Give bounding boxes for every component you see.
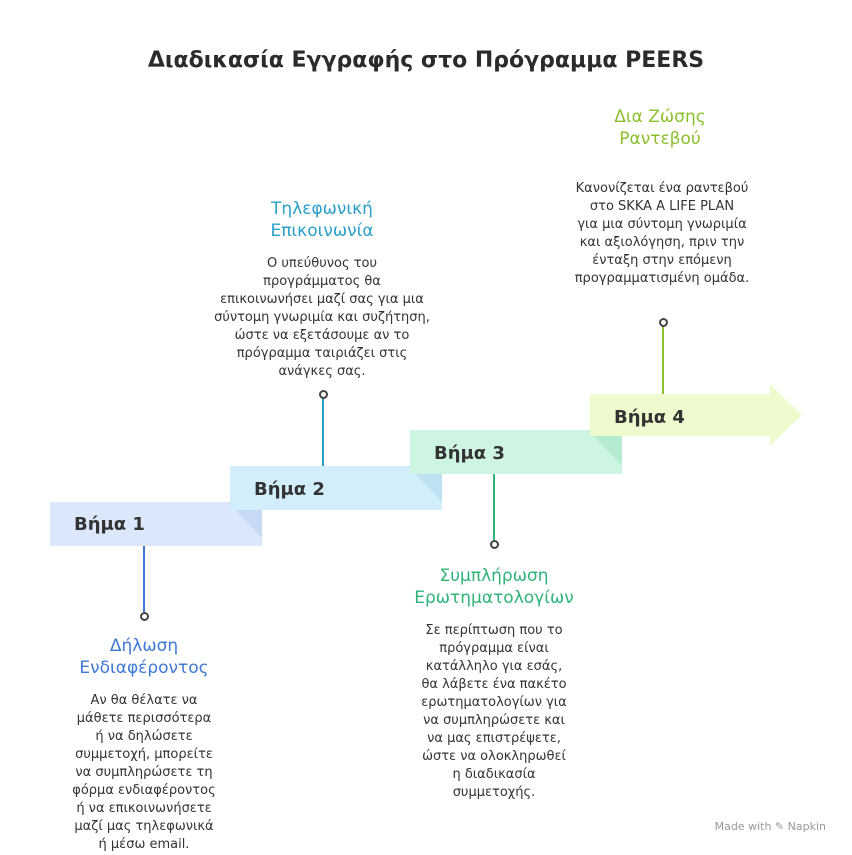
step-3-description: Σε περίπτωση που το πρόγραμμα είναι κατά… xyxy=(394,622,594,802)
desc-line: θα λάβετε ένα πακέτο xyxy=(421,677,567,692)
desc-line: ή να δηλώσετε xyxy=(95,729,193,744)
step-1-heading-line2: Ενδιαφέροντος xyxy=(79,658,209,678)
step-4-description: Κανονίζεται ένα ραντεβού στο SKKA A LIFE… xyxy=(550,180,774,288)
desc-line: μαζί μας τηλεφωνικά xyxy=(74,819,214,834)
desc-line: για μια σύντομη γνωριμία xyxy=(577,217,747,232)
desc-line: προγράμματος θα xyxy=(263,274,381,289)
step-4-heading-line1: Δια Ζώσης xyxy=(614,107,706,127)
step-2-block xyxy=(230,466,442,510)
desc-line: φόρμα ενδιαφέροντος xyxy=(72,783,216,798)
made-with-label: Made with xyxy=(714,820,772,833)
desc-line: σύντομη γνωριμία και συζήτηση, xyxy=(214,310,430,325)
step-1-fold xyxy=(228,502,262,538)
step-1-block xyxy=(50,502,262,546)
step-3-heading-line2: Ερωτηματολογίων xyxy=(414,588,574,608)
step-2-description: Ο υπεύθυνος του προγράμματος θα επικοινω… xyxy=(202,255,442,381)
step-3-fold xyxy=(588,430,622,466)
desc-line: κατάλληλο για εσάς, xyxy=(425,659,563,674)
step-3-heading: Συμπλήρωση Ερωτηματολογίων xyxy=(384,565,604,609)
napkin-icon: ✎ xyxy=(774,820,785,833)
step-4-label: Βήμα 4 xyxy=(614,407,685,428)
step-3-label: Βήμα 3 xyxy=(434,443,505,464)
step-1-description: Αν θα θέλατε να μάθετε περισσότερα ή να … xyxy=(54,692,234,854)
diagram-title: Διαδικασία Εγγραφής στο Πρόγραμμα PEERS xyxy=(147,48,705,73)
desc-line: πρόγραμμα είναι xyxy=(439,641,549,656)
desc-line: να συμπληρώσετε και xyxy=(423,713,565,728)
desc-line: ώστε να ολοκληρωθεί xyxy=(422,749,566,764)
step-4-arrow xyxy=(590,384,802,446)
step-3-block xyxy=(410,430,622,474)
desc-line: και αξιολόγηση, πριν την xyxy=(579,235,745,250)
desc-line: ή να επικοινωνήσετε xyxy=(76,801,212,816)
step-1-connector xyxy=(143,546,145,612)
desc-line: ένταξη στην επόμενη xyxy=(592,253,732,268)
step-1-heading: Δήλωση Ενδιαφέροντος xyxy=(54,635,234,679)
step-3-heading-line1: Συμπλήρωση xyxy=(439,566,549,586)
step-4-connector xyxy=(662,326,664,394)
desc-line: ώστε να εξετάσουμε αν το xyxy=(234,328,410,343)
made-with-napkin: Made with ✎ Napkin xyxy=(715,820,826,833)
desc-line: Σε περίπτωση που το xyxy=(425,623,563,638)
desc-line: Κανονίζεται ένα ραντεβού xyxy=(575,181,749,196)
step-2-label: Βήμα 2 xyxy=(254,479,325,500)
desc-line: επικοινωνήσει μαζί σας για μια xyxy=(220,292,424,307)
napkin-brand: Napkin xyxy=(787,820,826,833)
desc-line: ανάγκες σας. xyxy=(278,364,366,379)
desc-line: ή μέσω email. xyxy=(98,837,190,852)
step-2-dot xyxy=(319,390,328,399)
desc-line: ερωτηματολογίων για xyxy=(421,695,567,710)
step-1-label: Βήμα 1 xyxy=(74,514,145,535)
step-3-dot xyxy=(490,540,499,549)
step-4-heading-line2: Ραντεβού xyxy=(619,129,701,149)
desc-line: προγραμματισμένη ομάδα. xyxy=(574,271,750,286)
desc-line: πρόγραμμα ταιριάζει στις xyxy=(236,346,408,361)
step-1-heading-line1: Δήλωση xyxy=(109,636,179,656)
desc-line: μάθετε περισσότερα xyxy=(76,711,212,726)
step-4-heading: Δια Ζώσης Ραντεβού xyxy=(560,106,760,150)
desc-line: Αν θα θέλατε να xyxy=(90,693,198,708)
step-2-fold xyxy=(408,466,442,502)
desc-line: να συμπληρώσετε τη xyxy=(75,765,213,780)
desc-line: στο SKKA A LIFE PLAN xyxy=(589,199,735,214)
step-4-dot xyxy=(659,318,668,327)
step-2-heading: Τηλεφωνική Επικοινωνία xyxy=(212,198,432,242)
desc-line: η διαδικασία xyxy=(452,767,536,782)
step-2-connector xyxy=(322,398,324,466)
step-1-dot xyxy=(140,612,149,621)
step-2-heading-line1: Τηλεφωνική xyxy=(271,199,373,219)
step-3-connector xyxy=(493,474,495,540)
desc-line: συμμετοχή, μπορείτε xyxy=(75,747,213,762)
desc-line: Ο υπεύθυνος του xyxy=(266,256,378,271)
desc-line: να μας επιστρέψετε, xyxy=(427,731,561,746)
desc-line: συμμετοχής. xyxy=(452,785,536,800)
step-2-heading-line2: Επικοινωνία xyxy=(270,221,374,241)
